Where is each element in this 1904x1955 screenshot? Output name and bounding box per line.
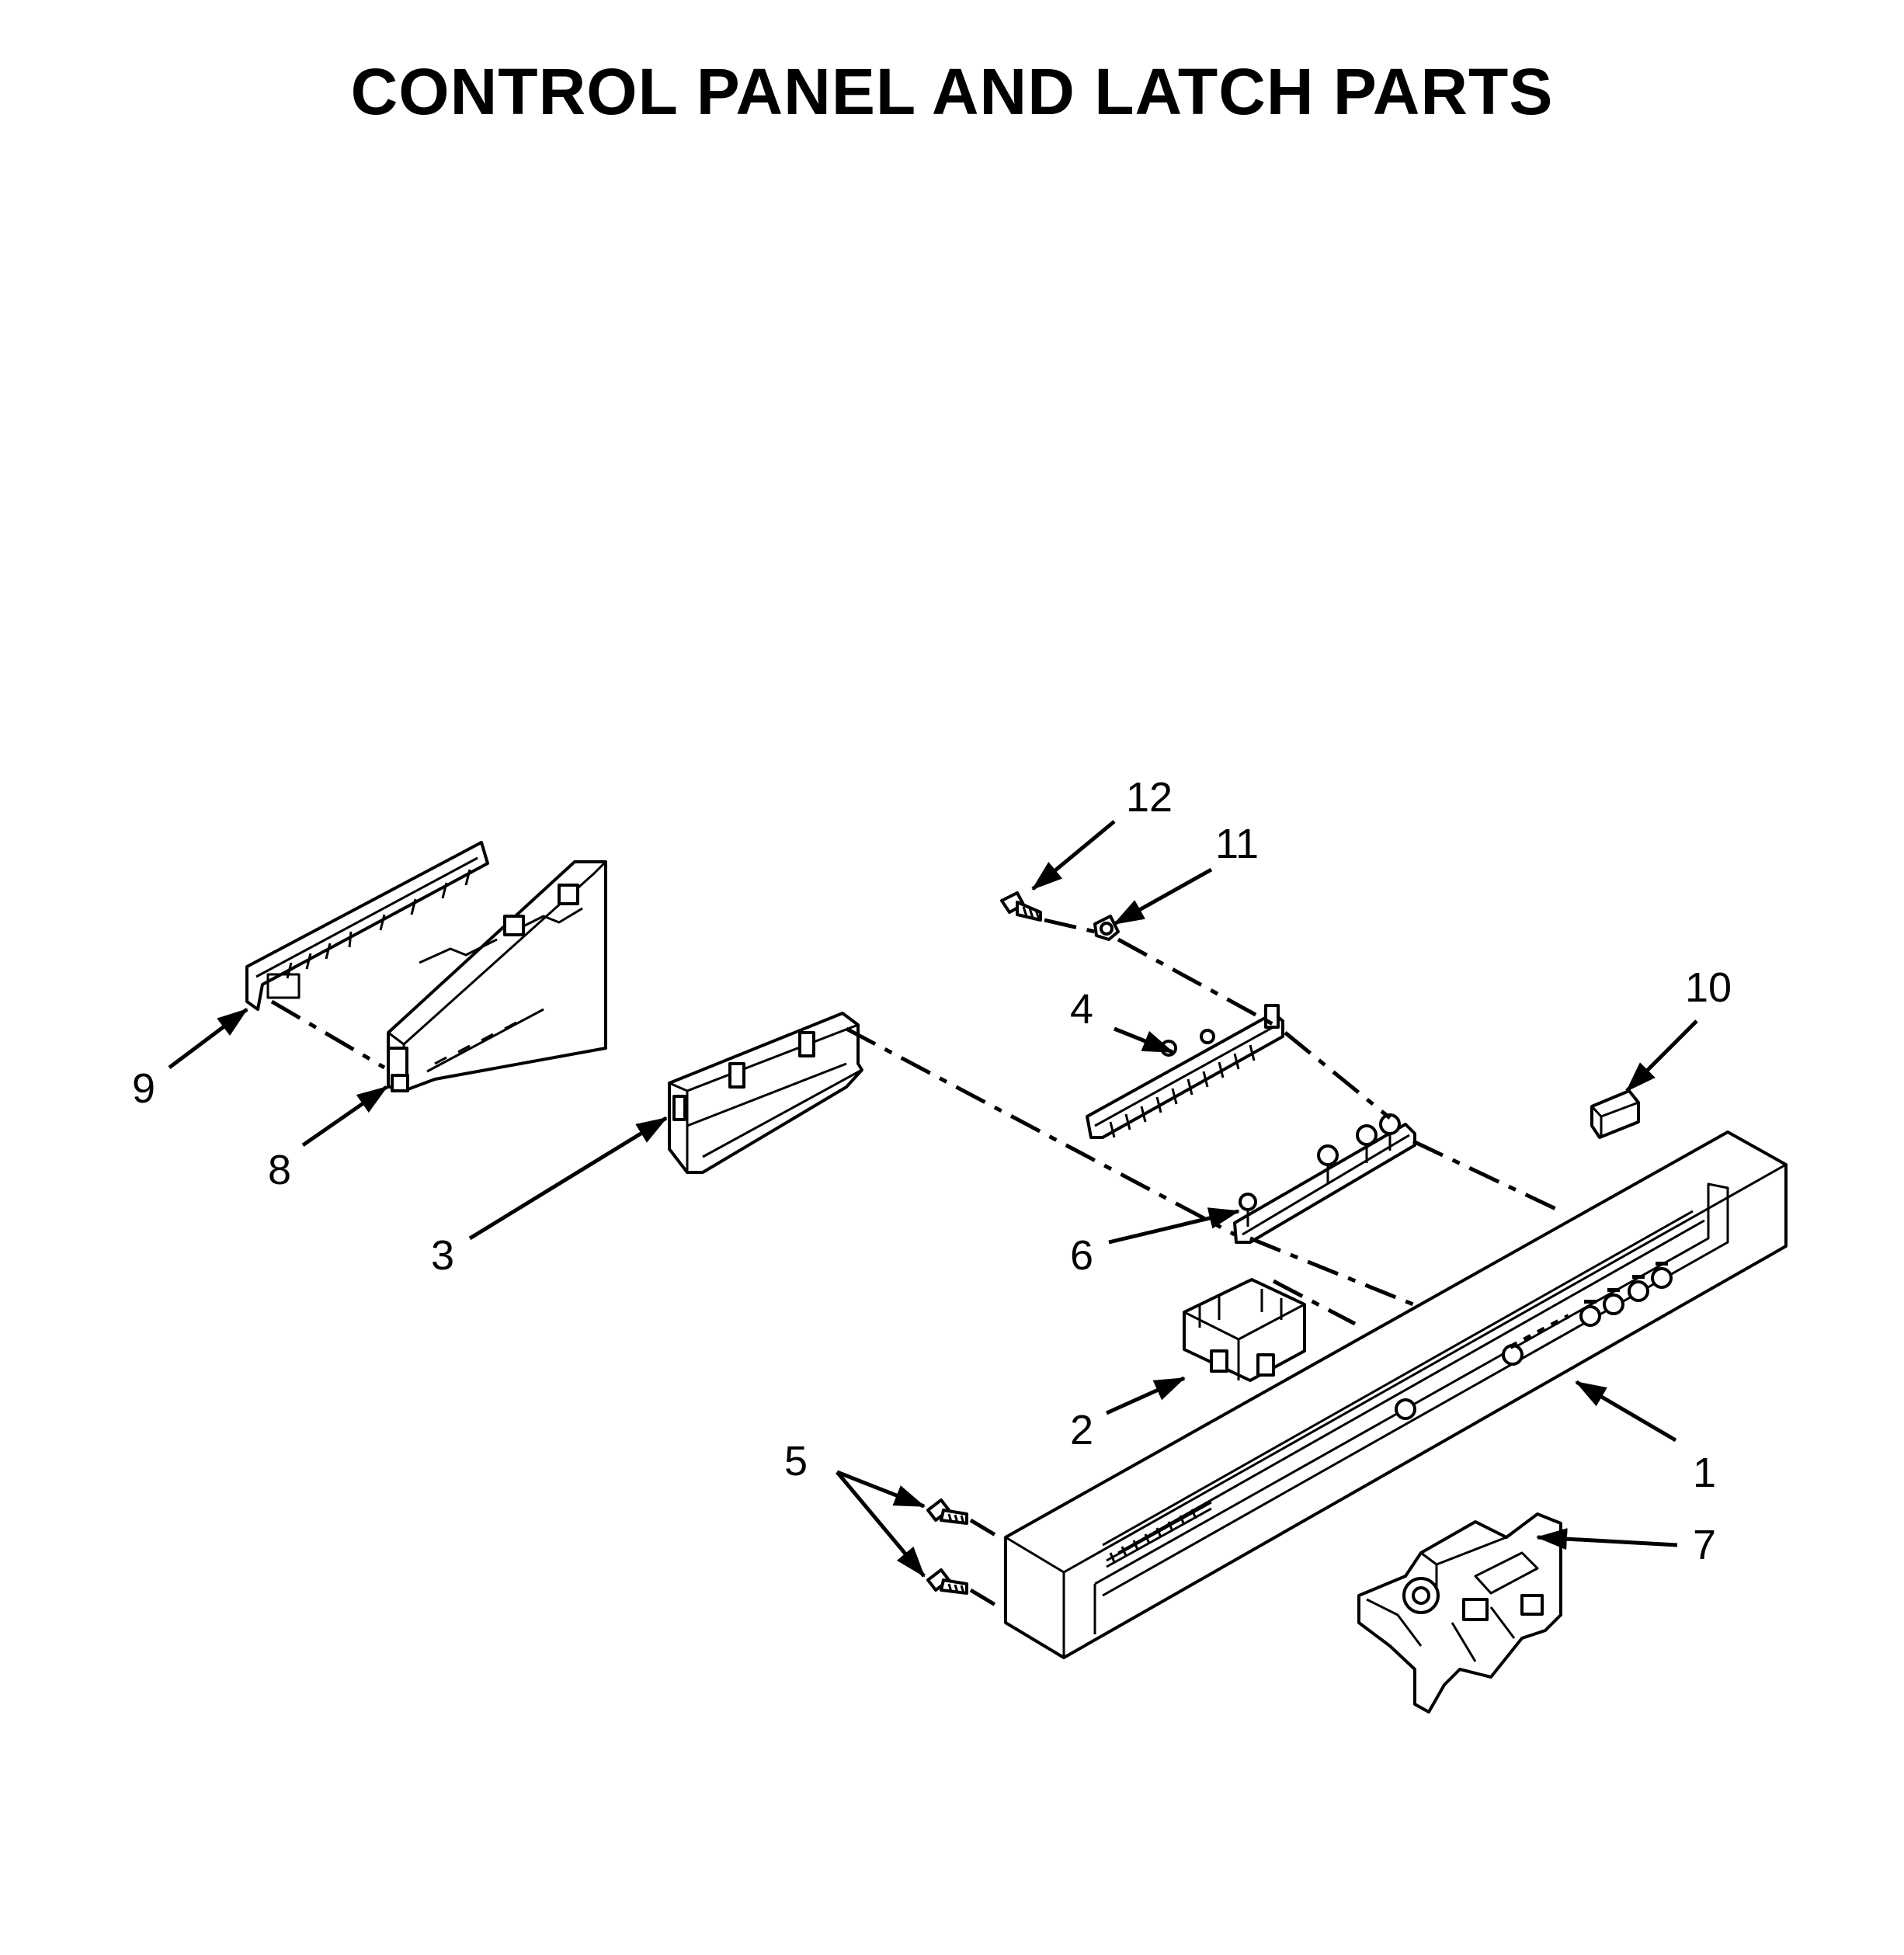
diagram-title: CONTROL PANEL AND LATCH PARTS [350, 55, 1554, 128]
callout-10: 10 [1685, 964, 1732, 1011]
part-9-bracket [245, 841, 489, 1011]
part-12-screw [1000, 891, 1042, 922]
callout-4: 4 [1070, 986, 1093, 1033]
part-7-door-latch [1357, 1512, 1562, 1714]
callout-8: 8 [268, 1147, 291, 1193]
part-11-clip [1093, 915, 1120, 941]
callout-labels: 1 2 3 4 5 6 7 8 9 10 11 12 [132, 774, 1732, 1568]
part-2-holder [1183, 1278, 1306, 1382]
callout-1: 1 [1693, 1450, 1716, 1496]
callout-11: 11 [1215, 821, 1259, 867]
part-6-button-bracket [1233, 1113, 1416, 1244]
part-5-screws [926, 1498, 968, 1595]
callout-5: 5 [784, 1438, 808, 1484]
callout-9: 9 [132, 1065, 155, 1112]
callout-3: 3 [431, 1232, 454, 1279]
part-4-switch-bracket [1086, 1004, 1284, 1139]
callout-7: 7 [1693, 1522, 1716, 1568]
part-8-control-board [387, 860, 607, 1092]
leader-arrows [168, 820, 1698, 1578]
part-1-control-panel [1004, 1130, 1788, 1659]
callout-6: 6 [1070, 1232, 1093, 1279]
part-10-clip [1590, 1089, 1640, 1139]
callout-12: 12 [1126, 774, 1173, 821]
part-3-housing [668, 1012, 863, 1174]
callout-2: 2 [1070, 1407, 1093, 1453]
assembly-lines [270, 918, 1562, 1613]
